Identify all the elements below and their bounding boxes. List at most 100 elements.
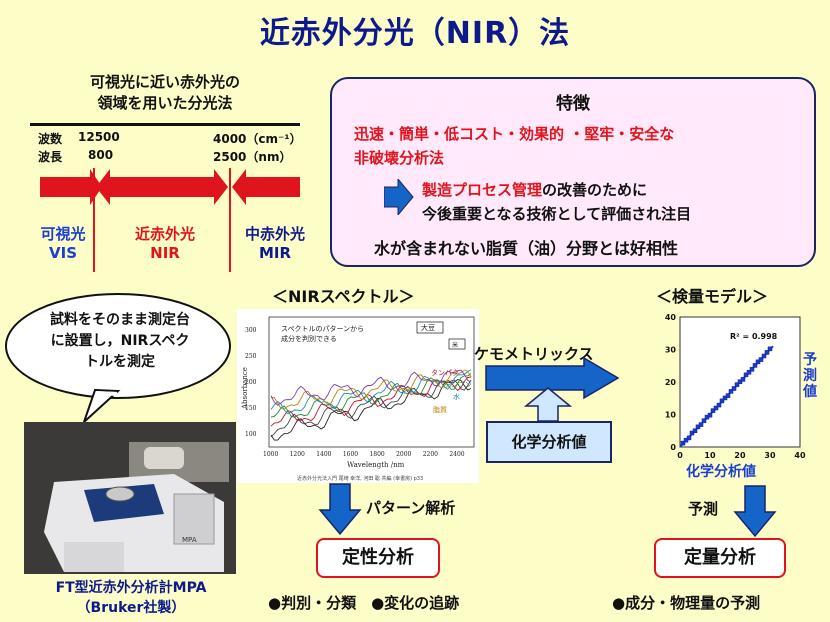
- bubble-line1: 試料をそのまま測定台: [50, 312, 190, 328]
- spectrum-curve: [270, 369, 472, 415]
- instrument-photo: MPA: [24, 422, 236, 574]
- series-label-soybean: 大豆: [421, 323, 435, 332]
- data-point: [707, 412, 713, 418]
- spectrum-heading: ＜NIRスペクトル＞: [272, 287, 415, 306]
- spectrum-note-line1: スペクトルのパターンから: [281, 324, 364, 333]
- data-point: [749, 367, 755, 372]
- data-point: [683, 437, 689, 443]
- cal-ytick: 30: [665, 346, 677, 355]
- spectrum-ytick: 300: [245, 327, 257, 334]
- predict-label: 予測: [688, 500, 719, 518]
- series-label-protein: タンパク: [431, 368, 459, 377]
- nir-jp: 近赤外光: [134, 225, 195, 243]
- vis-arrow: [40, 169, 102, 205]
- mir-en: MIR: [258, 244, 292, 262]
- spectrum-xtick: 1400: [316, 451, 331, 458]
- instrument-panel-label: MPA: [182, 536, 197, 544]
- spectrum-ytick: 150: [245, 405, 257, 412]
- model-xlabel: 化学分析値: [686, 464, 756, 480]
- spectrum-source: 近赤外分光法入門 尾崎 幸洋, 河田 聡 共編 (幸書房) p33: [297, 475, 423, 482]
- data-point: [716, 402, 722, 408]
- wavenumber-start: 12500: [78, 130, 120, 144]
- nir-label: 近赤外光 NIR: [120, 225, 210, 263]
- cal-xtick: 40: [794, 451, 806, 460]
- instrument-caption-line2: （Bruker社製）: [76, 600, 186, 616]
- wavelength-row: 波長 800 2500（nm）: [38, 148, 308, 164]
- features-box: 特徴 迅速・簡単・低コスト・効果的 ・堅牢・安全な 非破壊分析法 製造プロセス管…: [330, 77, 816, 267]
- model-ylabel: 予測値: [803, 352, 817, 400]
- mir-jp: 中赤外光: [244, 225, 305, 243]
- bubble-text: 試料をそのまま測定台 に設置し，NIRスペク トルを測定: [20, 310, 220, 373]
- bubble-line3: トルを測定: [85, 354, 155, 370]
- cal-xtick: 30: [764, 451, 776, 460]
- quantitative-box: 定量分析: [654, 538, 786, 578]
- spectrum-curve: [270, 379, 472, 441]
- series-label-water: 水: [453, 392, 460, 401]
- data-point: [740, 377, 746, 382]
- features-line3-highlight: 製造プロセス管理: [422, 181, 543, 199]
- data-point: [686, 435, 692, 441]
- features-line5: 水が含まれない脂質（油）分野とは好相性: [374, 239, 679, 258]
- spectrum-xtick: 1200: [290, 451, 305, 458]
- instrument-illustration: MPA: [24, 422, 236, 574]
- data-point: [713, 405, 719, 411]
- features-heading: 特徴: [556, 94, 590, 114]
- vis-label: 可視光 VIS: [28, 225, 98, 263]
- data-point: [758, 357, 764, 362]
- cal-ytick: 20: [665, 378, 677, 387]
- wavenumber-end: 4000（cm⁻¹）: [213, 132, 302, 146]
- r2-annotation: R² = 0.998: [730, 332, 778, 341]
- data-point: [764, 350, 770, 355]
- data-point: [710, 408, 716, 413]
- chem-value-box: 化学分析値: [486, 421, 612, 463]
- data-point: [737, 379, 743, 384]
- features-line2: 非破壊分析法: [354, 149, 445, 167]
- wavelength-end: 2500（nm）: [213, 150, 292, 164]
- cal-xtick: 20: [734, 451, 746, 460]
- data-point: [752, 363, 758, 368]
- wavelength-start: 800: [88, 148, 114, 162]
- vis-en: VIS: [49, 244, 77, 262]
- data-point: [731, 386, 737, 391]
- cal-ytick: 40: [665, 313, 677, 322]
- data-point: [725, 393, 731, 398]
- data-point: [734, 382, 740, 387]
- pattern-down-arrow: [318, 483, 362, 536]
- spectrum-xtick: 2200: [423, 451, 438, 458]
- predict-down-arrow: [733, 485, 777, 538]
- speech-bubble: [5, 293, 231, 423]
- chemometrics-label: ケモメトリックス: [474, 345, 594, 363]
- data-point: [701, 418, 707, 423]
- instrument-caption-line1: FT型近赤外分析計MPA: [55, 580, 207, 596]
- spectrum-xtick: 2000: [396, 451, 411, 458]
- cal-ytick: 0: [670, 443, 676, 452]
- wavenumber-label: 波数: [38, 132, 63, 146]
- spectrum-xtick: 2400: [449, 451, 464, 458]
- data-point: [728, 389, 734, 394]
- data-point: [695, 424, 701, 430]
- data-point: [746, 370, 752, 375]
- data-point: [722, 395, 728, 401]
- data-point: [761, 353, 767, 359]
- region-arrows: [40, 168, 300, 272]
- wavenumber-row: 波数 12500 4000（cm⁻¹）: [38, 130, 308, 146]
- quantitative-items: ●成分・物理量の予測: [612, 594, 761, 612]
- features-arrow-icon: [384, 179, 414, 215]
- data-point: [755, 359, 761, 365]
- data-point: [689, 430, 695, 436]
- data-point: [743, 372, 749, 378]
- spectrum-xtick: 1000: [263, 451, 278, 458]
- nir-en: NIR: [150, 244, 180, 262]
- spectrum-ytick: 200: [245, 379, 257, 386]
- features-line3-rest: の改善のために: [542, 181, 648, 199]
- nir-arrow: [96, 169, 228, 205]
- data-point: [692, 428, 698, 433]
- mir-label: 中赤外光 MIR: [230, 225, 320, 263]
- spectrum-xtick: 1600: [343, 451, 358, 458]
- spectrum-curve: [270, 369, 472, 406]
- cal-xtick: 0: [677, 451, 683, 460]
- data-point: [767, 346, 773, 352]
- mir-arrow: [232, 169, 300, 205]
